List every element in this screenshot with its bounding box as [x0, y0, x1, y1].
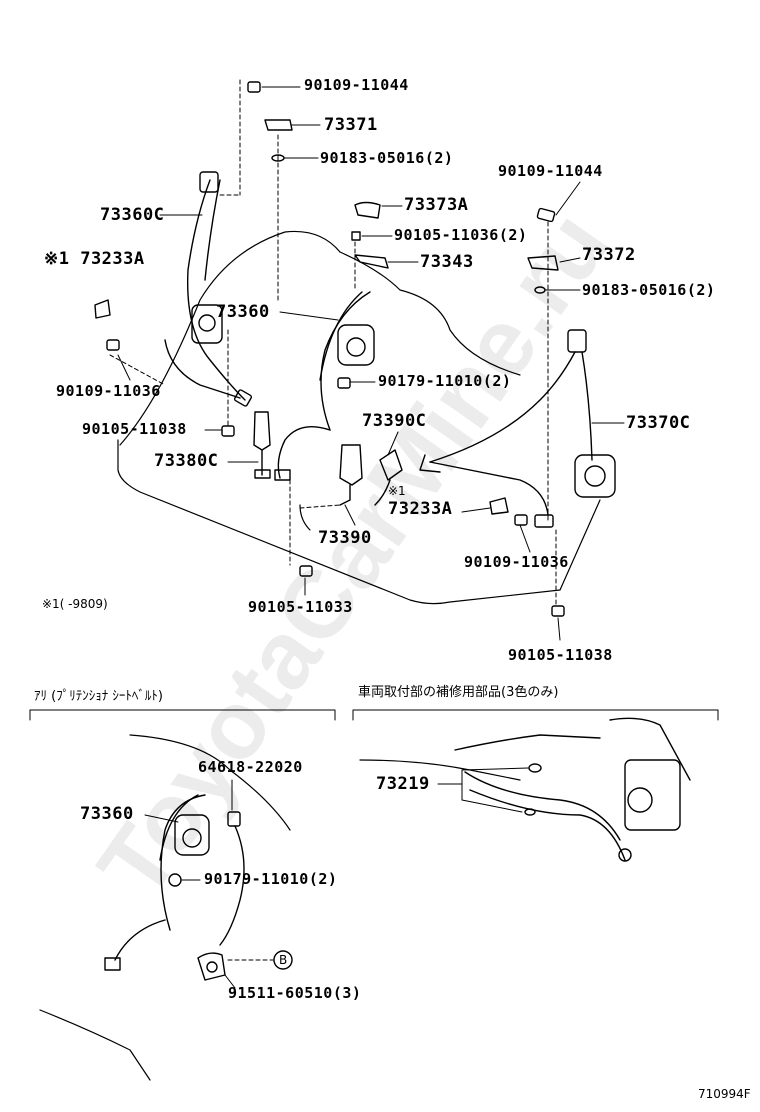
part-label: 73373A — [404, 195, 469, 215]
part-label: 73360 — [216, 302, 270, 322]
footnote: ※1( -9809) — [42, 597, 108, 611]
footnote-marker: ※1 — [388, 484, 406, 498]
part-label: 64618-22020 — [198, 758, 303, 776]
part-label: 90183-05016(2) — [582, 281, 716, 299]
section-right-title: 車両取付部の補修用部品(3色のみ) — [358, 685, 559, 700]
part-label: 90179-11010(2) — [378, 372, 512, 390]
part-label: 90109-11036 — [56, 382, 161, 400]
part-label: 90105-11033 — [248, 598, 353, 616]
diagram-code: 710994F — [698, 1087, 751, 1101]
part-label: 73380C — [154, 451, 219, 471]
part-label: 73390C — [362, 411, 427, 431]
part-label: 73371 — [324, 115, 378, 135]
part-label: 73372 — [582, 245, 636, 265]
part-label: 73360 — [80, 804, 134, 824]
part-label: 73219 — [376, 774, 430, 794]
part-label: 90183-05016(2) — [320, 149, 454, 167]
part-label: 91511-60510(3) — [228, 984, 362, 1002]
part-label: 90179-11010(2) — [204, 870, 338, 888]
part-label: 90109-11044 — [304, 76, 409, 94]
part-label: 90105-11038 — [82, 420, 187, 438]
part-label: ※1 73233A — [44, 249, 145, 269]
part-label: 73370C — [626, 413, 691, 433]
part-label: 90105-11036(2) — [394, 226, 528, 244]
section-left-title: ｱﾘ (ﾌﾟﾘﾃﾝｼｮﾅ ｼｰﾄﾍﾞﾙﾄ) — [34, 689, 163, 704]
part-label: 90109-11036 — [464, 553, 569, 571]
callout-letter: B — [279, 953, 288, 967]
part-label: 73233A — [388, 499, 453, 519]
part-label: 73360C — [100, 205, 165, 225]
part-label: 90109-11044 — [498, 162, 603, 180]
part-label: 73390 — [318, 528, 372, 548]
part-label: 73343 — [420, 252, 474, 272]
part-label: 90105-11038 — [508, 646, 613, 664]
